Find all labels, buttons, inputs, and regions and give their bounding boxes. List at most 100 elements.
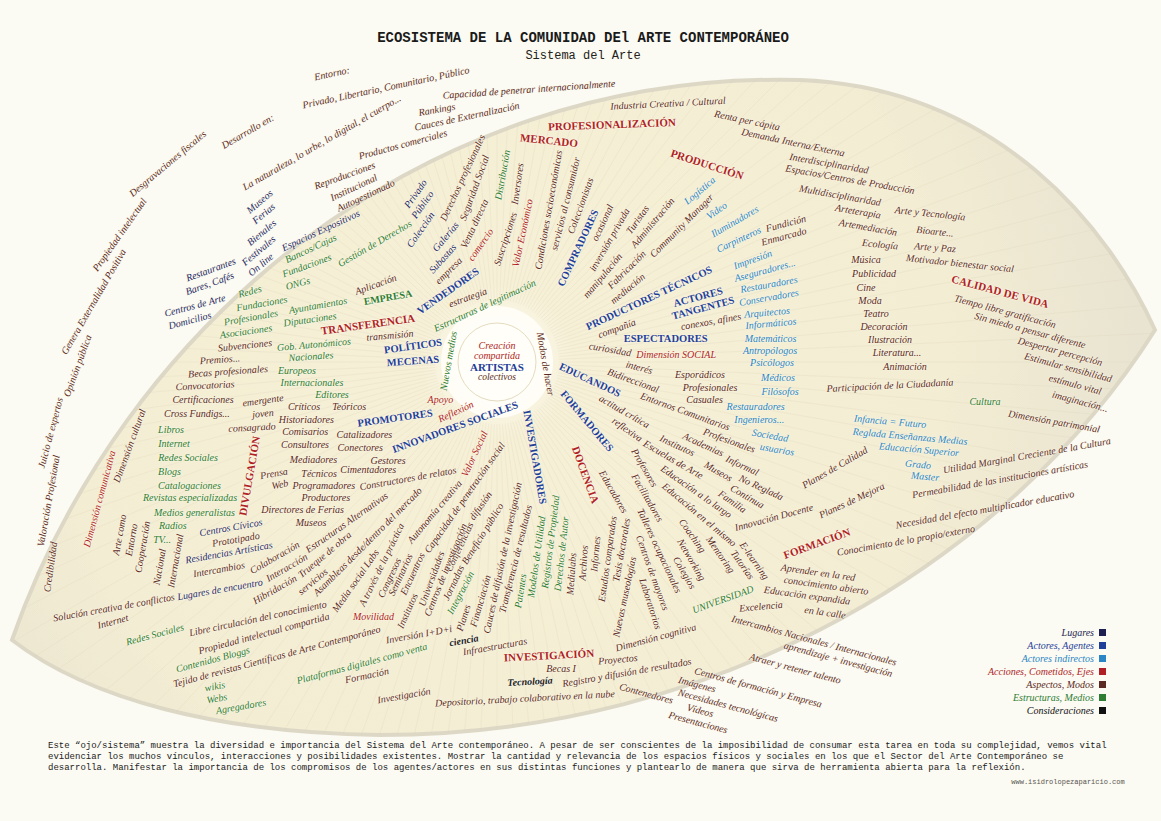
aspect-label: Industria Creativa / Cultural [610,95,726,112]
eye-ray [541,0,1006,318]
url-label: www.isidrolopezaparicio.com [1011,779,1124,786]
subtitle: Sistema del Arte [525,50,640,63]
legend-row: Acciones, Cometidos, Ejes [988,665,1106,678]
eye-ray [0,86,440,338]
indirect-actor-label: Informáticos [745,317,797,332]
eye-ray [553,388,1149,666]
node-heading: ARTISTAS [470,362,524,374]
legend-swatch [1099,694,1106,701]
legend-row: Consideraciones [988,704,1106,717]
structure-label: Gestión de Derechos [336,218,414,269]
eye-ray [0,0,445,329]
aspect-label: Comisarios [282,427,328,438]
actor-label: PROMOTORES [356,407,432,428]
aspect-label: Catalizadores [337,430,393,441]
indirect-actor-label: Master [910,471,939,484]
legend-row: Estructuras, Medios [988,691,1106,704]
aspect-label: Archivos [577,545,590,581]
aspect-label: Motivador bienestar social [906,253,1015,275]
eye-ray [0,0,453,318]
aspect-label: Certificaciones [172,395,233,406]
aspect-label: Casuales [686,394,723,405]
aspect-label: Modos de hacer [534,331,556,396]
legend-swatch [1099,629,1106,636]
eye-ray [0,383,439,608]
aspect-label: Arte y Paz [914,241,956,254]
legend-swatch [1099,655,1106,662]
aspect-label: Literatura... [873,348,922,359]
eye-ray [0,0,448,324]
aspect-label: Consultores [281,440,329,451]
aspect-label: Teatro [863,309,888,320]
aspect-label: Publicidad [852,269,896,280]
aspect-label: Investigación [376,686,431,706]
legend-row: Aspectos, Modos [988,678,1106,691]
structure-label: Medios generalistas [154,508,235,519]
node-text: colectivos [478,373,516,383]
aspect-label: Ecología [861,238,898,252]
eye-ray [0,398,446,775]
aspect-label: Planes de Calidad [800,445,869,491]
action-label: Apoyo [428,394,454,405]
eye-ray [11,0,456,316]
aspect-label: Dimensión patrimonial [1007,409,1100,436]
structure-label: Blogs [158,467,181,478]
aspect-label: Desgravaciones fiscales [127,128,208,198]
indirect-actor-label: Médicos [761,373,795,384]
aspect-label: Premios... [200,354,241,367]
title: ECOSISTEMA DE LA COMUNIDAD DEl ARTE CONT… [377,30,789,46]
aspect-label: Web [270,479,288,492]
aspect-label: en la calle [803,605,846,621]
eye-ray [0,400,448,801]
indirect-actor-label: Matemáticos [745,334,797,345]
legend-swatch [1099,681,1106,688]
axis-heading: DIVULGACIÓN [237,436,262,517]
structure-label: Redes [237,283,263,299]
action-label: Dimensión comunicativa [82,450,118,549]
aspect-label: Cine [857,283,876,294]
aspect-label: Cross Fundigs... [164,409,230,420]
aspect-label: Técnicos [301,468,337,479]
aspect-label: Directores de Ferias [261,505,344,516]
aspect-label: Conectores [338,442,383,453]
axis-heading: MERCADO [519,132,578,150]
aspect-label: Community Manager [648,192,716,260]
eye-ray [0,2,443,331]
aspect-label: Historiadores [279,414,334,425]
aspect-label: Valoración Profesional [36,454,62,547]
eye-ray [551,393,1121,722]
eye-ray [34,0,457,315]
caption: Este “ojo/sistema” muestra la diversidad… [48,741,1120,774]
legend-text: Actores indirectos [1022,653,1094,664]
eye-ray [553,58,1149,336]
aspect-label: Credibilidad [43,541,60,593]
aspect-label: Participación de la Ciudadanía [826,377,953,394]
eye-ray [559,299,1161,356]
structure-label: Internet [158,439,190,450]
axis-heading: PRODUCCIÓN [669,147,745,181]
legend-text: Lugares [1062,627,1094,638]
structure-label: Revistas especializadas [143,493,237,504]
eye-ray [0,378,437,548]
structure-label: Europeos [278,366,316,377]
legend-text: Acciones, Cometidos, Ejes [988,666,1094,677]
eye-ray [0,0,450,322]
eye-ray [554,386,1161,638]
structure-label: Redes Sociales [125,623,185,649]
aspect-label: Críticos [288,402,320,413]
aspect-label: Mediadores [290,454,337,465]
eye-ray [549,395,1104,749]
legend-swatch [1099,707,1106,714]
eye-ray [0,393,443,722]
legend-swatch [1099,642,1106,649]
aspect-label: Proyectos [598,653,638,667]
eye-ray [0,58,441,336]
action-label: Movilidad [353,612,394,623]
aspect-label: Esporádicos [675,370,725,381]
axis-heading: INVESTIGACIÓN [504,648,595,664]
aspect-label: Desarrollo en: [220,113,276,151]
aspect-label: Medialabs [565,553,578,596]
eye-ray [526,0,830,307]
eye-ray [0,176,437,346]
